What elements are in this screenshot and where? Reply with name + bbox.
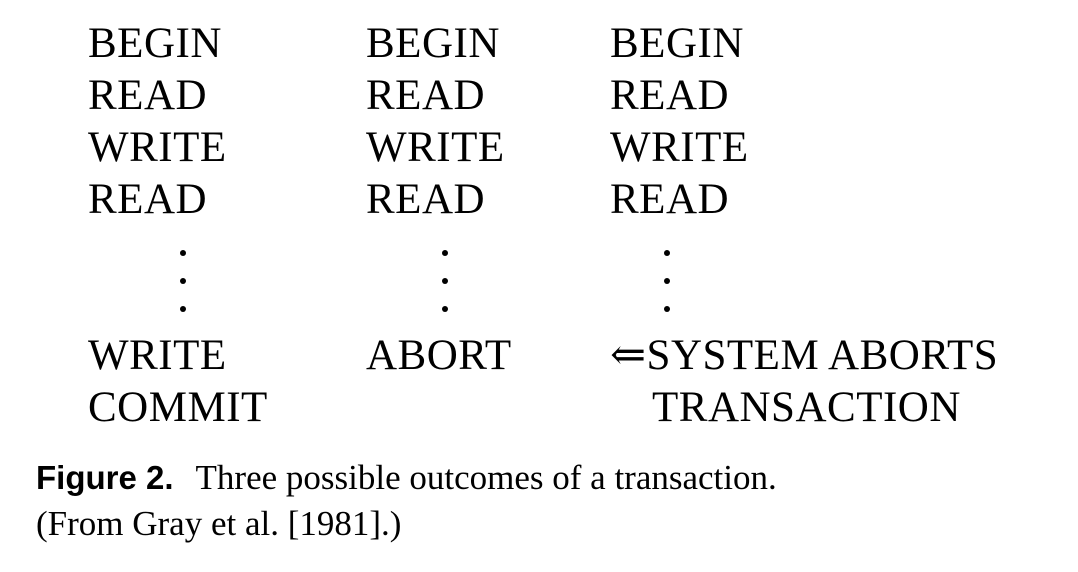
vertical-ellipsis — [366, 226, 512, 330]
statement-begin: BEGIN — [366, 20, 500, 67]
statement-read: READ — [88, 176, 208, 223]
caption-line-1: Figure 2. Three possible outcomes of a tr… — [36, 455, 1066, 501]
statement-begin: BEGIN — [88, 20, 222, 67]
statement-abort: ABORT — [366, 332, 512, 379]
caption-line-2: (From Gray et al. [1981].) — [36, 504, 402, 543]
caption-label: Figure 2. — [36, 459, 174, 496]
system-aborts-note-continued: TRANSACTION — [652, 384, 961, 431]
statement-read: READ — [610, 72, 730, 119]
statement-read: READ — [610, 176, 730, 223]
transaction-commit-column: BEGIN READ WRITE READ WRITE COMMIT — [88, 18, 268, 434]
transaction-system-abort-column: BEGIN READ WRITE READ ⇐SYSTEM ABORTS TRA… — [610, 18, 998, 434]
statement-write: WRITE — [366, 124, 505, 171]
vertical-ellipsis — [88, 226, 268, 330]
figure-caption: Figure 2. Three possible outcomes of a tr… — [36, 455, 1066, 547]
vertical-ellipsis — [610, 226, 998, 330]
transaction-abort-column: BEGIN READ WRITE READ ABORT — [366, 18, 512, 382]
statement-read: READ — [88, 72, 208, 119]
caption-text: Three possible outcomes of a transaction… — [195, 458, 777, 497]
statement-write: WRITE — [88, 332, 227, 379]
statement-begin: BEGIN — [610, 20, 744, 67]
statement-commit: COMMIT — [88, 384, 268, 431]
statement-read: READ — [366, 176, 486, 223]
system-aborts-note: ⇐SYSTEM ABORTS — [610, 332, 999, 379]
statement-read: READ — [366, 72, 486, 119]
statement-write: WRITE — [88, 124, 227, 171]
statement-write: WRITE — [610, 124, 749, 171]
